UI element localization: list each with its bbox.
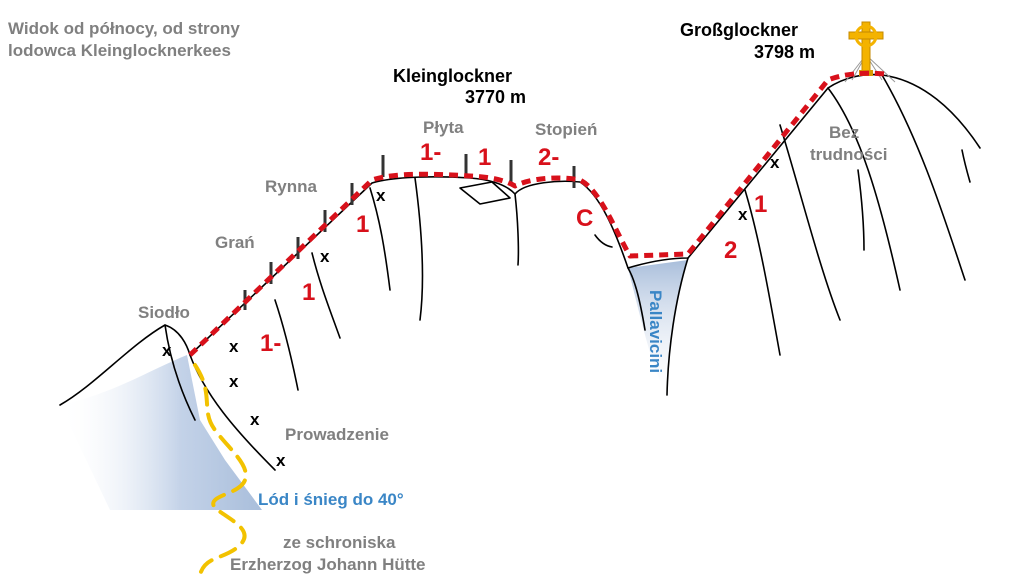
label-from-hut-line1: ze schroniska [283, 533, 396, 552]
label-rynna: Rynna [265, 177, 318, 196]
label-siodlo: Siodło [138, 303, 190, 322]
ice-pallavicini-couloir [628, 260, 688, 395]
marker-x: x [376, 186, 386, 205]
marker-x: x [229, 337, 239, 356]
label-bez: Bez [829, 123, 859, 142]
marker-x: x [276, 451, 286, 470]
view-caption-line1: Widok od północy, od strony [8, 19, 240, 38]
marker-x: x [250, 410, 260, 429]
marker-x: x [770, 153, 780, 172]
grade-label: 1 [356, 211, 369, 238]
label-prowadzenie: Prowadzenie [285, 425, 389, 444]
label-pallavicini: Pallavicini [646, 290, 665, 373]
label-ice-snow: Lód i śnieg do 40° [258, 490, 404, 509]
climbing-route [188, 70, 886, 357]
grade-label: 1- [260, 330, 281, 357]
view-caption-line2: lodowca Kleinglocknerkees [8, 41, 231, 60]
grossglockner-name: Großglockner [680, 20, 798, 40]
approach-path [193, 363, 248, 577]
marker-x: x [738, 205, 748, 224]
label-trudnosci: trudności [810, 145, 887, 164]
ice-slope-left [60, 355, 262, 510]
grade-label: 2 [724, 237, 737, 264]
grossglockner-height: 3798 m [754, 42, 815, 62]
marker-x: x [162, 341, 172, 360]
grade-label: 2- [538, 144, 559, 171]
grade-label: 1- [420, 139, 441, 166]
label-gran: Grań [215, 233, 255, 252]
marker-x: x [320, 247, 330, 266]
labels: Widok od północy, od strony lodowca Klei… [8, 19, 887, 574]
grade-label: 1 [754, 191, 767, 218]
label-plyta: Płyta [423, 118, 464, 137]
grade-label: 1 [302, 279, 315, 306]
label-from-hut-line2: Erzherzog Johann Hütte [230, 555, 426, 574]
grade-label: C [576, 205, 593, 232]
kleinglockner-height: 3770 m [465, 87, 526, 107]
label-stopien: Stopień [535, 120, 597, 139]
kleinglockner-name: Kleinglockner [393, 66, 512, 86]
marker-x: x [229, 372, 239, 391]
grade-label: 1 [478, 144, 491, 171]
